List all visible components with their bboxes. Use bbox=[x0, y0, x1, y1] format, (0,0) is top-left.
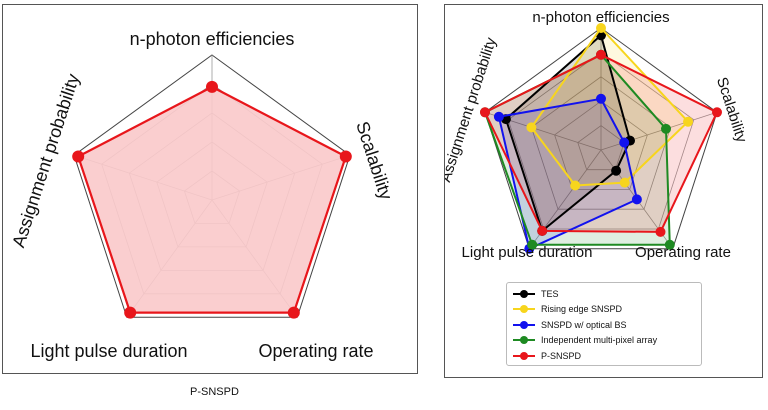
grid-ring bbox=[73, 54, 351, 318]
axis-label-n-photon-efficiencies: n-photon efficiencies bbox=[130, 29, 295, 49]
legend-swatch-tes bbox=[513, 289, 535, 299]
data-point-rising-edge-snspd bbox=[683, 116, 693, 127]
series-line-series-0 bbox=[77, 85, 347, 314]
series-line-tes bbox=[504, 34, 631, 232]
data-point-independent-multi-pixel-array bbox=[527, 239, 538, 250]
legend-label: SNSPD w/ optical BS bbox=[541, 319, 627, 330]
legend-swatch-multi-pixel-array bbox=[513, 335, 535, 345]
series-line-p-snspd bbox=[484, 53, 718, 233]
data-point-snspd-w-optical-bs bbox=[619, 137, 630, 148]
data-point-series-0 bbox=[206, 80, 218, 93]
legend-item-rising-edge-snspd: Rising edge SNSPD bbox=[513, 302, 695, 318]
series-area-p-snspd bbox=[485, 54, 717, 232]
grid-ring bbox=[530, 76, 672, 210]
series-area-series-0 bbox=[78, 86, 346, 313]
data-point-p-snspd bbox=[596, 49, 606, 60]
series-line-snspd-w-optical-bs bbox=[497, 97, 638, 250]
data-point-series-0 bbox=[124, 306, 137, 319]
series-line-rising-edge-snspd bbox=[530, 27, 689, 187]
data-point-tes bbox=[611, 165, 622, 176]
series-area-tes bbox=[505, 35, 630, 231]
data-point-series-0 bbox=[339, 150, 352, 163]
legend-swatch-snspd-optical-bs bbox=[513, 320, 535, 330]
legend-swatch-p-snspd bbox=[513, 351, 535, 361]
legend-label: Rising edge SNSPD bbox=[541, 304, 623, 315]
data-point-series-0 bbox=[72, 150, 85, 163]
radar-chart-right: n-photon efficienciesScalabilityOperatin… bbox=[445, 9, 750, 261]
data-point-p-snspd bbox=[480, 107, 490, 118]
grid-ring bbox=[507, 51, 695, 230]
legend-label: Independent multi-pixel array bbox=[541, 335, 658, 346]
data-point-rising-edge-snspd bbox=[596, 23, 606, 33]
axis-label-operating-rate: Operating rate bbox=[635, 244, 731, 261]
grid-ring bbox=[484, 27, 718, 250]
data-point-independent-multi-pixel-array bbox=[664, 239, 675, 250]
radar-chart-left: n-photon efficienciesScalabilityOperatin… bbox=[8, 29, 396, 361]
data-point-rising-edge-snspd bbox=[619, 177, 630, 188]
grid-ring bbox=[554, 100, 648, 190]
legend-item-multi-pixel-array: Independent multi-pixel array bbox=[513, 333, 695, 349]
data-point-series-0 bbox=[287, 306, 300, 319]
data-point-snspd-w-optical-bs bbox=[493, 111, 504, 122]
axis-label-scalability: Scalability bbox=[352, 119, 396, 202]
legend-item-p-snspd: P-SNSPD bbox=[513, 348, 695, 364]
data-point-independent-multi-pixel-array bbox=[661, 123, 671, 134]
axis-label-n-photon-efficiencies: n-photon efficiencies bbox=[532, 9, 669, 26]
data-point-snspd-w-optical-bs bbox=[596, 93, 606, 104]
figure-caption: P-SNSPD bbox=[190, 386, 239, 398]
legend-swatch-rising-edge-snspd bbox=[513, 304, 535, 314]
axis-label-operating-rate: Operating rate bbox=[258, 341, 373, 361]
data-point-p-snspd bbox=[712, 107, 722, 118]
data-point-rising-edge-snspd bbox=[526, 122, 537, 133]
data-point-rising-edge-snspd bbox=[570, 180, 581, 191]
data-point-p-snspd bbox=[537, 225, 548, 236]
legend: TES Rising edge SNSPD SNSPD w/ optical B… bbox=[506, 282, 702, 366]
axis-label-light-pulse-duration: Light pulse duration bbox=[462, 244, 593, 261]
legend-item-snspd-optical-bs: SNSPD w/ optical BS bbox=[513, 317, 695, 333]
legend-label: TES bbox=[541, 288, 559, 299]
data-point-p-snspd bbox=[655, 226, 666, 237]
axis-label-light-pulse-duration: Light pulse duration bbox=[30, 341, 187, 361]
legend-label: P-SNSPD bbox=[541, 350, 582, 361]
series-area-rising-edge-snspd bbox=[531, 28, 688, 186]
axis-label-assignment-probability: Assignment probability bbox=[8, 71, 83, 249]
legend-item-tes: TES bbox=[513, 286, 695, 302]
data-point-snspd-w-optical-bs bbox=[631, 194, 642, 205]
